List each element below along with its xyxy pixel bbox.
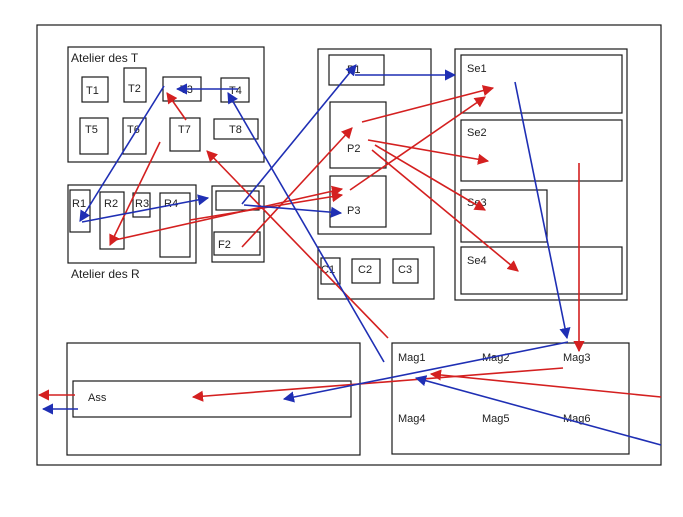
red-arrow-p2-se2 (367, 139, 490, 165)
c3-label: C3 (398, 264, 412, 276)
f1-box (215, 190, 260, 211)
mag3-label: Mag3 (563, 352, 591, 364)
red-arrow-p2-se4 (371, 149, 519, 272)
red-arrow-t7-t3 (166, 92, 187, 121)
blue-arrow-mag1-t4 (227, 92, 385, 363)
red-flows (37, 85, 662, 402)
c2-label: C2 (358, 264, 372, 276)
blue-arrow-se1-mag3 (514, 81, 571, 340)
r4-box (159, 192, 191, 258)
t4-label: T4 (229, 85, 242, 97)
assembly-inner-box (72, 380, 352, 418)
se3-label: Se3 (467, 197, 487, 209)
red-arrow-r2-p3 (114, 185, 344, 241)
r2-label: R2 (104, 198, 118, 210)
t7-label: T7 (178, 124, 191, 136)
r4-label: R4 (164, 198, 178, 210)
red-arrow-p2-se1 (361, 85, 495, 123)
mag4-label: Mag4 (398, 413, 426, 425)
se4-label: Se4 (467, 255, 487, 267)
c-group-box (317, 246, 435, 300)
f-group: F2 (211, 185, 265, 263)
atelier-r-group: Atelier des R R1 R2 R3 R4 (67, 184, 197, 281)
blue-arrow-t3-r1 (79, 85, 165, 222)
se1-box (460, 54, 623, 114)
p3-label: P3 (347, 205, 360, 217)
r3-label: R3 (135, 198, 149, 210)
p-group-box (317, 48, 432, 235)
blue-arrow-f1-p3 (243, 204, 343, 218)
c-group: C1 C2 C3 (317, 246, 435, 300)
r1-label: R1 (72, 198, 86, 210)
atelier-t-label: Atelier des T (71, 51, 139, 65)
p2-label: P2 (347, 143, 360, 155)
se1-label: Se1 (467, 63, 487, 75)
red-arrow-p2-se3 (374, 144, 486, 211)
t1-box (81, 76, 109, 103)
t1-label: T1 (86, 85, 99, 97)
p-group: P1 P2 P3 (317, 48, 432, 235)
p3-box (329, 175, 387, 228)
red-arrow-p3-se1 (349, 96, 486, 191)
blue-arrow-supplier-mag1 (414, 375, 662, 446)
atelier-r-box (67, 184, 197, 264)
se-group-box (454, 48, 628, 301)
t2-label: T2 (128, 83, 141, 95)
se4-box (460, 246, 623, 295)
se3-box (460, 189, 548, 243)
red-arrow-t7-r2 (109, 141, 161, 247)
t5-box (79, 117, 109, 155)
se2-box (460, 119, 623, 182)
red-arrow-mag1-t7 (206, 150, 389, 339)
se2-label: Se2 (467, 127, 487, 139)
assembly-label: Ass (88, 392, 107, 404)
mag1-label: Mag1 (398, 352, 426, 364)
blue-arrow-mag3-ass (282, 341, 569, 403)
c3-box (392, 258, 419, 284)
mag-box (391, 342, 630, 455)
red-arrow-mag3-ass (191, 367, 564, 402)
se-group: Se1 Se2 Se3 Se4 (454, 48, 628, 301)
assembly-group: Ass (66, 342, 361, 456)
p1-box (328, 54, 385, 86)
outer-frame (36, 24, 662, 466)
f2-label: F2 (218, 239, 231, 251)
blue-flows (41, 64, 662, 446)
mag5-label: Mag5 (482, 413, 510, 425)
r2-box (99, 191, 125, 250)
blue-arrow-r1-f1 (81, 194, 210, 223)
t5-label: T5 (85, 124, 98, 136)
t6-box (122, 117, 147, 155)
t8-box (213, 118, 259, 140)
red-arrow-supplier-mag1 (429, 369, 662, 398)
atelier-r-label: Atelier des R (71, 267, 140, 281)
t8-label: T8 (229, 124, 242, 136)
t6-label: T6 (127, 124, 140, 136)
mag-group: Mag1 Mag2 Mag3 Mag4 Mag5 Mag6 (391, 342, 630, 455)
atelier-t-box (67, 46, 265, 163)
t2-box (123, 67, 147, 103)
mag6-label: Mag6 (563, 413, 591, 425)
red-arrow-f2-p2 (241, 127, 353, 248)
r3-box (132, 192, 151, 218)
atelier-t-group: Atelier des T T1 T2 T3 T4 T5 T6 T7 T8 (67, 46, 265, 163)
c2-box (351, 258, 381, 284)
blue-arrow-f1-p1 (241, 64, 357, 205)
t3-label: T3 (180, 84, 193, 96)
c1-box (320, 257, 341, 285)
p2-box (329, 101, 387, 169)
assembly-outer-box (66, 342, 361, 456)
f2-box (213, 231, 261, 256)
